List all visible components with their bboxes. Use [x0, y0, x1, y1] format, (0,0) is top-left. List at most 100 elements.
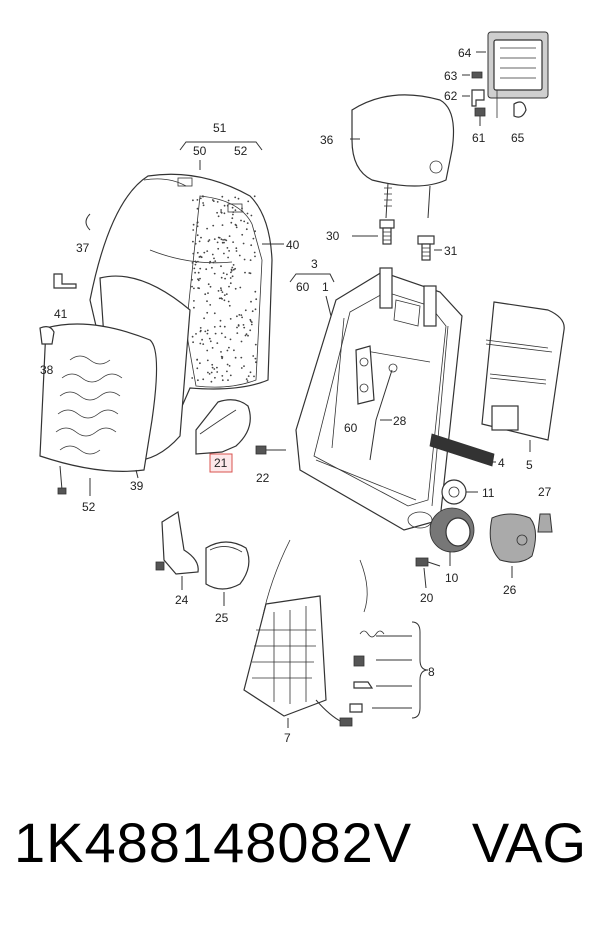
callout-64: 64	[458, 46, 472, 60]
foam-dot	[247, 375, 250, 377]
foam-dot	[203, 251, 206, 254]
foam-dot	[225, 239, 228, 242]
foam-dot	[252, 355, 255, 357]
foam-dot	[246, 380, 249, 382]
foam-dot	[213, 312, 216, 315]
foam-dot	[214, 260, 217, 262]
foam-dot	[199, 267, 202, 270]
foam-dot	[214, 332, 217, 335]
trim-24	[155, 511, 199, 575]
foam-dot	[245, 228, 248, 231]
foam-dot	[224, 336, 227, 338]
foam-dot	[226, 349, 229, 352]
cap-27	[537, 513, 553, 533]
foam-dot	[216, 371, 219, 373]
foam-dot	[208, 239, 211, 241]
foam-dot	[228, 365, 231, 367]
foam-dot	[228, 304, 231, 307]
foam-dot	[244, 271, 246, 274]
gear-ring-11	[441, 479, 467, 505]
foam-dot	[240, 314, 243, 316]
brand-label: VAG	[471, 811, 586, 874]
foam-dot	[221, 241, 224, 244]
foam-dot	[237, 197, 240, 200]
foam-dot	[227, 300, 230, 303]
foam-dot	[250, 214, 253, 217]
foam-dot	[230, 271, 232, 274]
foam-dot	[250, 244, 253, 247]
foam-dot	[224, 277, 227, 280]
foam-dot	[194, 242, 197, 245]
foam-dot	[226, 273, 228, 276]
callout-8: 8	[428, 665, 435, 679]
foam-dot	[197, 271, 200, 274]
foam-dot	[220, 211, 223, 213]
foam-dot	[232, 241, 235, 244]
foam-dot	[202, 195, 204, 198]
footer: 1K488148082V VAG	[0, 810, 600, 900]
clip-65	[513, 101, 527, 118]
callout-39: 39	[130, 479, 144, 493]
bracket-62	[471, 89, 485, 107]
foam-dot	[191, 278, 193, 281]
foam-dot	[211, 253, 214, 256]
foam-dot	[192, 229, 195, 231]
foam-dot	[226, 370, 228, 373]
callout-36: 36	[320, 133, 334, 147]
callout-24: 24	[175, 593, 189, 607]
foam-dot	[249, 259, 252, 261]
foam-dot	[216, 241, 219, 244]
foam-dot	[250, 300, 252, 303]
foam-dot	[226, 363, 229, 366]
foam-dot	[207, 292, 209, 294]
callout-21-highlight	[209, 453, 233, 473]
foam-dot	[233, 349, 235, 352]
foam-dot	[217, 247, 220, 250]
foam-dot	[196, 207, 199, 210]
callout-3: 3	[311, 257, 318, 271]
foam-dot	[211, 366, 214, 369]
foam-dot	[241, 316, 244, 319]
callout-37: 37	[76, 241, 90, 255]
foam-dot	[229, 282, 232, 285]
foam-dot	[202, 378, 205, 381]
foam-dot	[241, 210, 244, 213]
foam-dot	[226, 204, 229, 207]
callout-60-top: 60	[296, 280, 310, 294]
foam-dot	[229, 277, 232, 279]
foam-dot	[232, 211, 235, 214]
foam-dot	[205, 268, 208, 271]
foam-dot	[245, 378, 248, 380]
foam-dot	[221, 375, 224, 377]
foam-dot	[202, 204, 205, 207]
foam-dot	[220, 332, 223, 335]
foam-dot	[254, 308, 257, 311]
foam-dot	[235, 247, 238, 250]
foam-dot	[220, 287, 222, 290]
callout-7: 7	[284, 731, 291, 745]
foam-dot	[207, 283, 210, 286]
foam-dot	[229, 374, 232, 377]
foam-dot	[230, 221, 233, 224]
callout-61: 61	[472, 131, 486, 145]
foam-dot	[196, 251, 199, 254]
foam-dot	[209, 260, 212, 263]
foam-dot	[216, 211, 219, 214]
foam-dot	[221, 379, 224, 382]
foam-dot	[222, 272, 225, 274]
callout-52-top: 52	[234, 144, 248, 158]
foam-dot	[250, 323, 253, 326]
callout-52-bottom: 52	[82, 500, 96, 514]
foam-dot	[228, 285, 230, 288]
foam-dot	[213, 368, 216, 370]
foam-dot	[220, 276, 223, 279]
foam-dot	[191, 335, 194, 338]
foam-dot	[199, 342, 202, 345]
foam-dot	[223, 204, 226, 207]
foam-dot	[208, 337, 211, 340]
foam-dot	[246, 212, 249, 215]
control-panel-64	[487, 31, 549, 99]
foam-dot	[220, 289, 223, 292]
foam-dot	[221, 195, 224, 198]
foam-dot	[232, 268, 235, 271]
